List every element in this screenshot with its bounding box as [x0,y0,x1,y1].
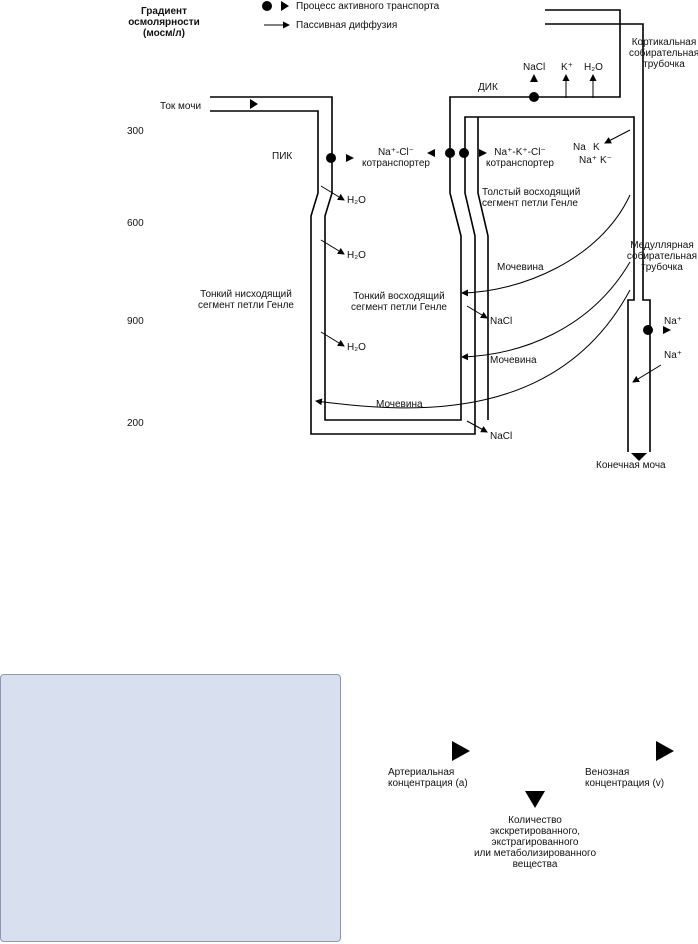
medullary-pump-arrow [663,326,671,334]
amount-label: Количество экскретированного, экстрагиро… [470,815,600,870]
osm-level-300: 300 [127,126,144,137]
thick-ascending-label: Толстый восходящий сегмент петли Генле [482,187,580,209]
arterial-triangle [452,741,470,761]
osm-level-600: 600 [127,218,144,229]
venous-label: Венозная концентрация (v) [585,767,664,789]
tubule-outer-wall [210,9,621,421]
arterial-label: Артериальная концентрация (a) [388,767,468,789]
amount-label-line: или метаболизированного [473,848,597,859]
h2o-arrow-1 [320,185,345,201]
final-urine-label: Конечная моча [596,460,666,471]
thin-ascending-label: Тонкий восходящий сегмент петли Генле [343,291,455,313]
na-cl-cotransporter-label: Na⁺-Cl⁻ котранспортер [358,147,434,169]
nkcc-cotransporter-line: котранспортер [486,158,554,169]
amount-triangle [525,791,545,808]
cortex-k-label: K [593,142,600,153]
arterial-label-line: концентрация (a) [388,778,468,789]
medullary-duct-line: Медуллярная [630,240,694,251]
dik-pump-dot [529,92,539,102]
h2o-arrow-2 [320,239,345,255]
urea-label-3: Мочевина [376,399,423,410]
legend-active-dot [262,1,272,11]
legend-active-arrow [281,1,289,11]
cortical-duct-line: трубочка [643,59,685,70]
na-cl-cotransporter-line: котранспортер [362,158,430,169]
cortical-duct-label: Кортикальная собирательная трубочка [629,37,698,70]
amount-label-line: экстрагированного [491,837,579,848]
urea-curve-1 [461,194,631,297]
dik-box [477,117,489,420]
cortical-duct-line: собирательная [629,48,698,59]
k-plus-label: K⁺ [561,62,573,73]
h2o-label-3: H₂O [347,342,366,353]
na-cl-cotransporter-line: Na⁺-Cl⁻ [377,147,415,158]
pik-pump-arrow [346,154,354,162]
thin-descending-line: Тонкий нисходящий [200,289,292,300]
amount-label-line: вещества [512,859,558,870]
nkcc-pump-arrow [479,149,487,157]
venous-triangle [656,741,674,761]
nacl-label-1: NaCl [490,316,513,327]
amount-label-line: Количество [508,815,562,826]
na-cl-pump-dot [445,148,455,158]
pik-label: ПИК [272,151,293,162]
urine-flow-arrow [250,99,258,109]
cortex-arrow [604,129,631,144]
tubule-inner-wall [210,110,635,452]
pik-pump-dot [326,153,336,163]
nacl-arrow-2 [466,420,488,433]
h2o-label-2: H₂O [347,250,366,261]
cortex-na-plus-label: Na⁺ [579,155,598,166]
gradient-title: Градиент осмолярности (мосм/л) [119,6,209,39]
dik-label: ДИК [478,82,498,93]
na-plus-label-in: Na⁺ [664,350,683,361]
urea-label-1: Мочевина [497,262,544,273]
urine-flow-label: Ток мочи [160,101,202,112]
thin-ascending-line: сегмент петли Генле [351,302,447,313]
thin-descending-label: Тонкий нисходящий сегмент петли Генле [190,289,302,311]
thin-ascending-line: Тонкий восходящий [353,291,445,302]
na-plus-label-out: Na⁺ [664,316,683,327]
gradient-title-line: (мосм/л) [143,28,185,39]
medullary-duct-line: трубочка [641,262,683,273]
collecting-duct-outer [545,23,651,452]
na-cl-pump-arrow [427,149,435,157]
amount-label-line: экскретированного, [489,826,581,837]
thin-descending-line: сегмент петли Генле [198,300,294,311]
blank-panel [0,674,341,942]
cortex-k-minus-label: K⁻ [600,155,612,166]
nkcc-pump-dot [459,148,469,158]
thick-ascending-line: сегмент петли Генле [482,198,578,209]
final-urine-arrow [631,453,647,461]
medullary-duct-label: Медуллярная собирательная трубочка [626,240,698,273]
gradient-title-line: осмолярности [128,17,200,28]
osm-level-900: 900 [127,316,144,327]
cortex-na-label: Na [573,142,586,153]
medullary-duct-line: собирательная [626,251,698,262]
nkcc-cotransporter-line: Na⁺-K⁺-Cl⁻ [494,147,546,158]
urea-curve-2 [461,261,631,361]
urea-curve-3 [315,289,631,409]
cortical-duct-line: Кортикальная [631,37,697,48]
gradient-title-line: Градиент [141,6,187,17]
thick-ascending-line: Толстый восходящий [482,187,581,198]
medullary-pump-dot [643,325,653,335]
h2o-top-label: H₂O [584,62,603,73]
venous-label-line: Венозная [585,767,630,778]
venous-label-line: концентрация (v) [585,778,665,789]
nkcc-cotransporter-label: Na⁺-K⁺-Cl⁻ котранспортер [482,147,558,169]
nacl-arrow-1 [466,305,488,319]
legend-active-label: Процесс активного транспорта [296,1,440,12]
urea-label-2: Мочевина [490,355,537,366]
h2o-label-1: H₂O [347,195,366,206]
dik-pump-arrow [530,74,538,82]
h2o-arrow-3 [320,331,345,347]
legend-passive-label: Пассивная диффузия [296,20,398,31]
osm-level-200: 200 [127,418,144,429]
na-in-arrow [632,364,662,383]
arterial-label-line: Артериальная [388,767,455,778]
dik-nacl-label: NaCl [523,62,546,73]
nacl-label-2: NaCl [490,431,513,442]
